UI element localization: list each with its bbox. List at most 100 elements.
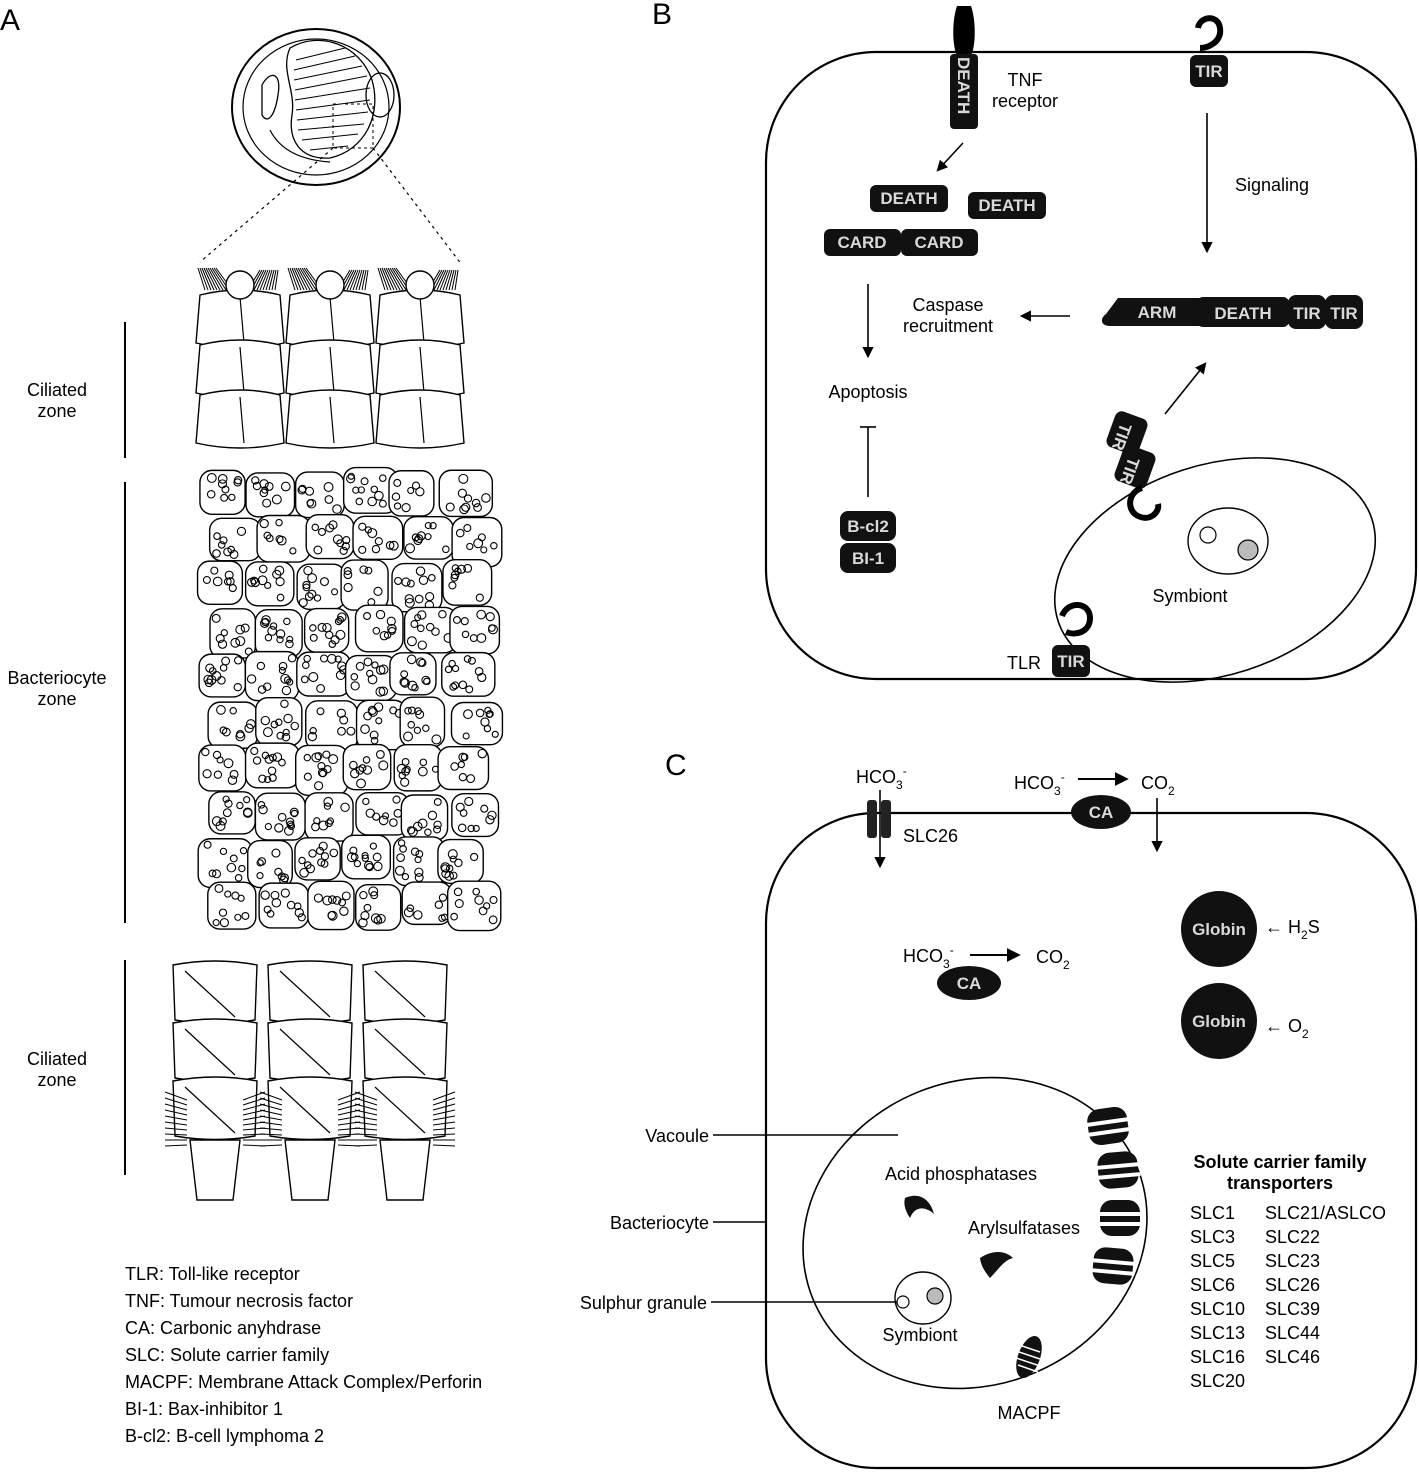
card-domain-2	[901, 229, 978, 256]
sulphur-granule-label: Sulphur granule	[580, 1293, 707, 1313]
tir-receptor-top: TIR	[1190, 15, 1228, 87]
ciliated-zone-top-line2: zone	[37, 401, 76, 421]
hco3-inner-label: HCO3-	[903, 943, 954, 971]
card-domain-1	[824, 229, 901, 256]
death-adaptor-1	[870, 185, 948, 212]
tnf-receptor: DEATH	[950, 6, 978, 129]
slc-title-line2: transporters	[1227, 1173, 1333, 1193]
o2-label: ← O2	[1265, 1016, 1309, 1041]
slc-item: SLC3	[1190, 1227, 1235, 1247]
bacteriocyte-label: Bacteriocyte	[610, 1213, 709, 1233]
card-domain-2-label: CARD	[914, 233, 963, 252]
complex-tir-1-label: TIR	[1293, 304, 1320, 323]
slc26-label: SLC26	[903, 826, 958, 846]
panel-b-label: B	[652, 0, 672, 31]
symbiont-c-label: Symbiont	[882, 1325, 957, 1345]
slc-transporters-vacuole	[1085, 1106, 1142, 1285]
slc-item: SLC23	[1265, 1251, 1320, 1271]
slc-item: SLC20	[1190, 1371, 1245, 1391]
legend-tlr: TLR: Toll-like receptor	[125, 1264, 300, 1284]
apoptosis-label: Apoptosis	[828, 382, 907, 402]
arm-domain-label: ARM	[1138, 303, 1177, 322]
hco3-ca-label: HCO3-	[1014, 770, 1065, 798]
card-domain-1-label: CARD	[837, 233, 886, 252]
legend-tnf: TNF: Tumour necrosis factor	[125, 1291, 353, 1311]
death-adaptor-2-label: DEATH	[978, 196, 1035, 215]
death-adaptor-2	[968, 192, 1046, 219]
slc-item: SLC6	[1190, 1275, 1235, 1295]
tnf-receptor-label-line2: receptor	[992, 91, 1058, 111]
symbiont-c	[894, 1271, 952, 1325]
symbiont-b	[1053, 457, 1377, 683]
abbreviation-legend: TLR: Toll-like receptor TNF: Tumour necr…	[125, 1264, 482, 1446]
slc-item: SLC5	[1190, 1251, 1235, 1271]
arm-death-tir-complex: ARM DEATH TIR TIR	[1101, 295, 1363, 329]
ciliated-zone-top-line1: Ciliated	[27, 380, 87, 400]
bcl2-protein	[840, 511, 896, 541]
legend-macpf: MACPF: Membrane Attack Complex/Perforin	[125, 1372, 482, 1392]
tnf-death-domain: DEATH	[954, 57, 973, 114]
slc-item: SLC39	[1265, 1299, 1320, 1319]
bi1-label: BI-1	[852, 549, 884, 568]
ca-cytosolic-enzyme	[937, 966, 1001, 1000]
slc-item: SLC1	[1190, 1203, 1235, 1223]
globin-h2s	[1181, 891, 1257, 967]
acid-phosphatases-label: Acid phosphatases	[885, 1164, 1037, 1184]
ca-cytosolic-label: CA	[957, 974, 982, 993]
legend-slc: SLC: Solute carrier family	[125, 1345, 329, 1365]
slc-item: SLC44	[1265, 1323, 1320, 1343]
clam-illustration	[199, 28, 463, 266]
panel-a-label: A	[0, 4, 20, 37]
legend-ca: CA: Carbonic anyhdrase	[125, 1318, 321, 1338]
ca-membrane-enzyme	[1071, 795, 1131, 829]
bcl2-label: B-cl2	[847, 517, 889, 536]
ciliated-zone-bottom-line2: zone	[37, 1070, 76, 1090]
globin-h2s-label: Globin	[1192, 920, 1246, 939]
slc-item: SLC26	[1265, 1275, 1320, 1295]
legend-bi1: BI-1: Bax-inhibitor 1	[125, 1399, 283, 1419]
panel-b-cell-membrane	[764, 50, 1418, 681]
legend-bcl2: B-cl2: B-cell lymphoma 2	[125, 1426, 324, 1446]
tlr-label: TLR	[1007, 653, 1041, 673]
complex-death-domain-label: DEATH	[1214, 304, 1271, 323]
slc26-transporter	[867, 800, 891, 838]
signaling-label: Signaling	[1235, 175, 1309, 195]
bacteriocyte-zone-line1: Bacteriocyte	[7, 668, 106, 688]
slc-item: SLC46	[1265, 1347, 1320, 1367]
arylsulfatase-enzyme	[980, 1252, 1013, 1278]
ca-membrane-label: CA	[1089, 803, 1114, 822]
ciliated-zone-bottom-line1: Ciliated	[27, 1049, 87, 1069]
co2-inner-label: CO2	[1036, 947, 1070, 972]
sulphur-granule-b2	[1237, 539, 1259, 561]
tlr-receptor: TIR	[1052, 602, 1094, 677]
h2s-label: ← H2S	[1265, 917, 1320, 942]
hco3-outer-label: HCO3-	[856, 764, 907, 792]
arrow-tir-to-complex	[1164, 362, 1207, 415]
arylsulfatases-label: Arylsulfatases	[968, 1218, 1080, 1238]
symbiont-b-label: Symbiont	[1152, 586, 1227, 606]
sulphur-granule-c1	[896, 1295, 910, 1309]
slc-title-line1: Solute carrier family	[1193, 1152, 1366, 1172]
sulphur-granule-b1	[1199, 526, 1217, 544]
co2-outer-label: CO2	[1141, 773, 1175, 798]
caspase-label-line2: recruitment	[903, 316, 993, 336]
bacteriocyte-cell-membrane	[764, 811, 1418, 1470]
slc-column-2: SLC21/ASLCOSLC22SLC23SLC26SLC39SLC44SLC4…	[1265, 1203, 1386, 1367]
death-adaptor-1-label: DEATH	[880, 189, 937, 208]
slc-item: SLC22	[1265, 1227, 1320, 1247]
bacteriocyte-zone-line2: zone	[37, 689, 76, 709]
slc-item: SLC10	[1190, 1299, 1245, 1319]
tnf-receptor-label-line1: TNF	[1008, 70, 1043, 90]
symbiont-tir-pair: TIR TIR	[1106, 411, 1162, 521]
acid-phosphatase-enzyme	[904, 1195, 934, 1218]
panel-c-label: C	[665, 749, 687, 782]
slc-item: SLC13	[1190, 1323, 1245, 1343]
globin-o2-label: Globin	[1192, 1012, 1246, 1031]
globin-o2	[1181, 983, 1257, 1059]
slc-item: SLC16	[1190, 1347, 1245, 1367]
caspase-label-line1: Caspase	[912, 295, 983, 315]
tlr-tir-domain: TIR	[1057, 652, 1084, 671]
arrow-tnf-to-death	[936, 142, 964, 172]
